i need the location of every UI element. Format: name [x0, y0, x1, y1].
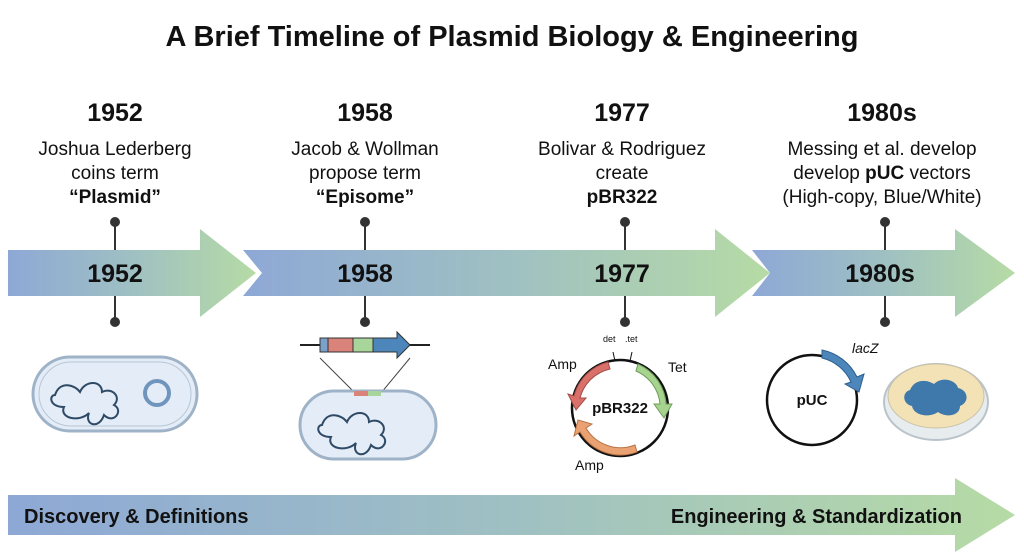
- event-1980s: 1980s Messing et al. develop develop pUC…: [782, 99, 981, 208]
- episome-integration-icon: [298, 330, 438, 461]
- event-year: 1980s: [847, 99, 917, 127]
- event-line: develop pUC vectors: [793, 163, 970, 184]
- era-label-left: Discovery & Definitions: [24, 506, 249, 528]
- tet-site-label: .tet: [625, 334, 638, 344]
- amp-label: Amp: [548, 356, 577, 372]
- arrow-segment: [243, 229, 770, 317]
- timeline-band: [8, 229, 1015, 317]
- lacz-label: lacZ: [852, 340, 879, 356]
- event-year: 1977: [594, 99, 650, 127]
- event-line: Jacob & Wollman: [291, 139, 439, 160]
- det-label: det: [603, 334, 616, 344]
- text-part: vectors: [904, 163, 971, 184]
- band-year-1980s: 1980s: [845, 260, 915, 288]
- puc-plasmid-icon: pUC lacZ: [765, 340, 879, 447]
- event-year: 1952: [87, 99, 143, 127]
- band-year-1952: 1952: [87, 260, 143, 288]
- band-year-1977: 1977: [594, 260, 650, 288]
- pbr322-plasmid-map-icon: pBR322 Amp Tet Amp det .tet: [548, 334, 687, 473]
- page-title: A Brief Timeline of Plasmid Biology & En…: [166, 21, 859, 53]
- bacterium-with-plasmid-icon: [31, 355, 199, 433]
- arrow-segment: [752, 229, 1015, 317]
- event-1952: 1952 Joshua Lederberg coins term “Plasmi…: [38, 99, 191, 208]
- amp-label-2: Amp: [575, 457, 604, 473]
- band-year-1958: 1958: [337, 260, 393, 288]
- puc-label: pUC: [797, 392, 828, 409]
- event-line: (High-copy, Blue/White): [782, 187, 981, 208]
- pins: [110, 217, 890, 327]
- event-line: propose term: [309, 163, 421, 184]
- era-band: [8, 478, 1015, 552]
- event-line: create: [596, 163, 649, 184]
- event-term: “Episome”: [316, 187, 414, 208]
- event-1958: 1958 Jacob & Wollman propose term “Episo…: [291, 99, 439, 208]
- event-line: coins term: [71, 163, 159, 184]
- arrow-segment: [8, 229, 256, 317]
- text-part: develop: [793, 163, 865, 184]
- event-1977: 1977 Bolivar & Rodriguez create pBR322: [538, 99, 706, 208]
- event-line: Messing et al. develop: [787, 139, 976, 160]
- event-line: Bolivar & Rodriguez: [538, 139, 706, 160]
- petri-dish-icon: [883, 363, 989, 441]
- event-term: pBR322: [587, 187, 658, 208]
- tet-label: Tet: [668, 359, 687, 375]
- event-year: 1958: [337, 99, 393, 127]
- event-line: Joshua Lederberg: [38, 139, 191, 160]
- pbr322-label: pBR322: [592, 400, 648, 417]
- text-bold: pUC: [865, 163, 904, 184]
- event-term: “Plasmid”: [69, 187, 161, 208]
- era-label-right: Engineering & Standardization: [671, 506, 962, 528]
